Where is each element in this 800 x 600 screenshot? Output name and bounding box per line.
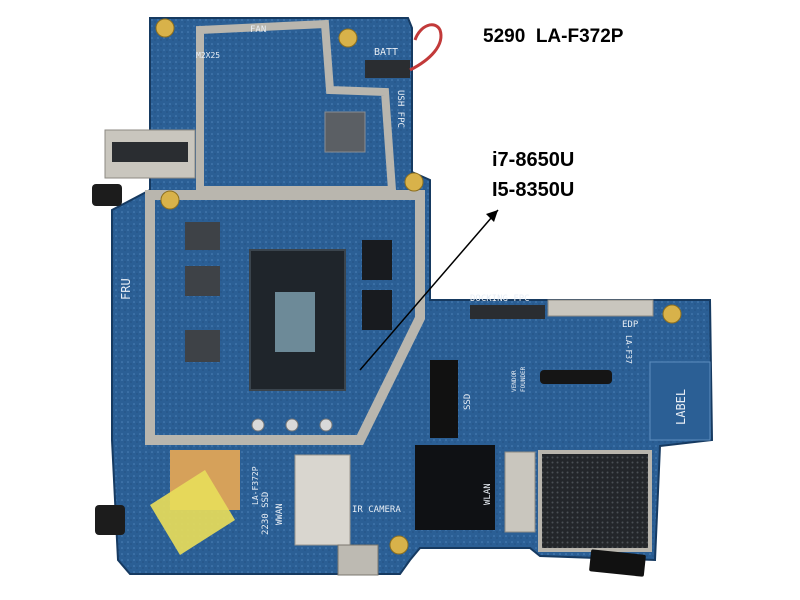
inductor-vrm-1	[185, 222, 220, 250]
silk-la-f37: LA-F37	[624, 335, 633, 364]
silk-vendor: VENDOR	[511, 370, 518, 392]
battery-wire	[409, 23, 443, 72]
silk-2230-ssd: 2230 SSD	[261, 492, 271, 535]
memory-chip-1	[362, 240, 392, 280]
edp-connector	[547, 299, 654, 317]
inductor	[324, 111, 366, 153]
silk-founder: FOUNDER	[520, 366, 527, 392]
silk-board-code: LA-F372P	[251, 466, 260, 505]
cpu-caption-i7: i7-8650U	[492, 149, 575, 171]
silk-fan: FAN	[250, 25, 266, 35]
silk-wwan: WWAN	[275, 503, 285, 525]
usb-port	[337, 544, 379, 576]
silk-ush-fpc: USH FPC	[395, 90, 405, 128]
wlan-connector	[504, 451, 536, 533]
wwan-card-outline	[294, 454, 351, 546]
silk-ir-camera: IR CAMERA	[352, 505, 401, 515]
battery-connector	[365, 60, 410, 78]
cpu-die	[275, 292, 315, 352]
docking-fpc-connector	[470, 305, 545, 319]
silk-wlan: WLAN	[483, 483, 493, 505]
silk-docking-fpc: DOCKING FPC	[470, 294, 530, 304]
label-area	[649, 361, 711, 441]
model-caption: 5290 LA-F372P	[483, 26, 624, 47]
annotation-arrow-line	[359, 209, 499, 371]
marker-scribble	[540, 370, 612, 384]
audio-jack-top	[92, 184, 122, 206]
shield-can-grid	[538, 450, 652, 552]
flex-cable	[589, 549, 646, 577]
yellow-tape	[150, 470, 235, 555]
silk-ssd: SSD	[463, 394, 473, 410]
memory-chip-2	[362, 290, 392, 330]
silk-m2x25: M2X25	[196, 51, 220, 60]
wlan-slot-area	[415, 445, 495, 530]
silk-label: LABEL	[674, 389, 688, 425]
silk-batt: BATT	[374, 47, 398, 58]
inductor-vrm-3	[185, 330, 220, 362]
silk-fru: FRU	[119, 278, 133, 300]
audio-jack-bottom	[95, 505, 125, 535]
cpu-shield	[145, 190, 425, 445]
inductor-vrm-2	[185, 266, 220, 296]
silk-edp: EDP	[622, 320, 639, 330]
ssd-slot	[430, 360, 458, 438]
cpu-caption-i5: I5-8350U	[492, 179, 575, 201]
annotation-arrow-head	[486, 210, 498, 222]
